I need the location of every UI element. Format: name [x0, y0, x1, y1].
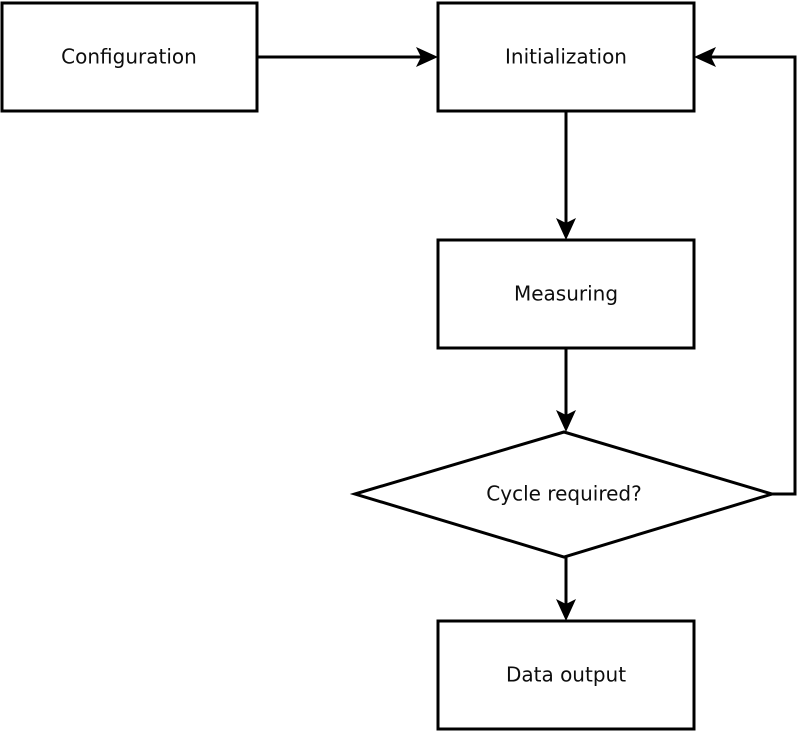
edge-initialization-to-measuring: [556, 111, 576, 240]
measuring-label: Measuring: [514, 282, 618, 306]
edge-line: [702, 55, 797, 496]
node-measuring[interactable]: Measuring: [436, 238, 696, 350]
measuring-box[interactable]: [436, 238, 696, 350]
node-initialization[interactable]: Initialization: [436, 1, 696, 113]
edge-cycle-required-to-initialization-feedback: [694, 47, 797, 496]
initialization-box[interactable]: [436, 1, 696, 113]
data-output-label: Data output: [506, 663, 626, 687]
arrowhead-right-icon: [416, 47, 438, 67]
node-cycle-required[interactable]: Cycle required?: [349, 430, 778, 559]
node-configuration[interactable]: Configuration: [0, 1, 259, 113]
initialization-label: Initialization: [505, 45, 627, 69]
arrowhead-down-icon: [556, 218, 576, 240]
arrowhead-down-icon: [556, 599, 576, 621]
arrowhead-down-icon: [556, 410, 576, 432]
arrowhead-left-icon: [694, 47, 716, 67]
edge-cycle-required-to-data-output: [556, 557, 576, 621]
edge-configuration-to-initialization: [257, 47, 438, 67]
cycle-required-label: Cycle required?: [486, 482, 641, 506]
configuration-box[interactable]: [0, 1, 259, 113]
edge-measuring-to-cycle-required: [556, 348, 576, 432]
configuration-label: Configuration: [61, 45, 197, 69]
data-output-box[interactable]: [436, 619, 696, 731]
cycle-required-diamond[interactable]: [349, 430, 778, 559]
node-data-output[interactable]: Data output: [436, 619, 696, 731]
